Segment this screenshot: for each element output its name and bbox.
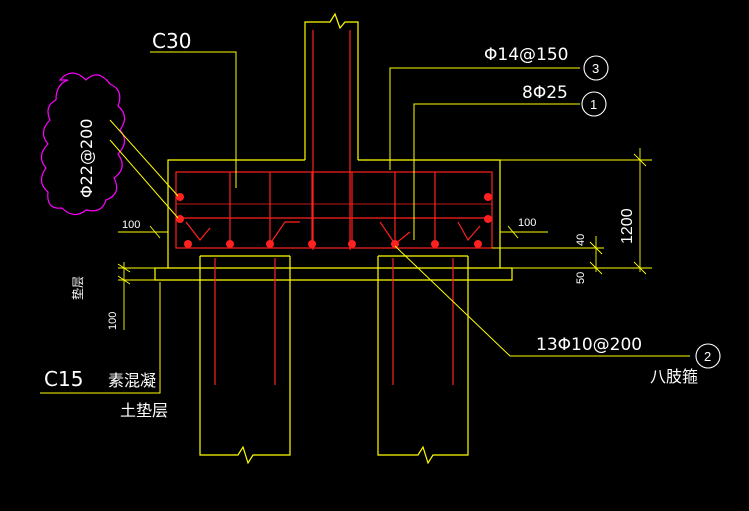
right-pile-outline — [377, 255, 469, 465]
stirrup-cage — [175, 171, 493, 249]
callout-circle-2 — [695, 343, 721, 369]
main-rebar-dots — [176, 193, 492, 248]
pile-rebars — [214, 258, 454, 385]
callout-number-2: 2 — [704, 349, 711, 364]
rebar-dot — [484, 215, 492, 223]
callout-circle-1 — [581, 91, 607, 117]
column-rebars — [312, 30, 351, 250]
column-outline — [304, 12, 359, 160]
callout-circle-3 — [583, 55, 609, 81]
side-bar-spec: Φ22@200 — [77, 119, 96, 199]
dim-right-offset: 100 — [518, 217, 536, 229]
rebar-dot — [484, 193, 492, 201]
rebar-dot — [226, 240, 234, 248]
pad-material-line1: 素混凝 — [108, 371, 156, 390]
main-bar-spec: 8Φ25 — [522, 83, 568, 103]
stirrup-spacing-spec: Φ14@150 — [484, 45, 568, 65]
beam-outline — [167, 159, 501, 269]
rebar-dot — [176, 215, 184, 223]
dim-pad-thickness: 100 — [107, 312, 119, 330]
pad-note: 垫层 — [70, 276, 85, 300]
dim-left-offset: 100 — [122, 219, 140, 231]
rebar-dot — [431, 240, 439, 248]
dim-bottom-cover: 50 — [575, 272, 587, 284]
rebar-dot — [176, 193, 184, 201]
callout-number-1: 1 — [590, 97, 597, 112]
dim-top-cover: 40 — [575, 234, 587, 246]
dimension-lines — [117, 148, 652, 330]
dim-beam-height: 1200 — [619, 208, 636, 244]
callout-number-3: 3 — [592, 61, 599, 76]
rebar-dot — [348, 240, 356, 248]
left-pile-outline — [199, 255, 291, 465]
pad-material-line2: 土垫层 — [120, 401, 168, 420]
rebar-dot — [184, 240, 192, 248]
rebar-dot — [266, 240, 274, 248]
revision-cloud — [40, 72, 126, 216]
leg-stirrup-spec: 13Φ10@200 — [536, 335, 642, 355]
beam-concrete-grade: C30 — [152, 29, 191, 53]
rebar-dot — [474, 240, 482, 248]
pad-outline — [154, 267, 513, 281]
leg-stirrup-type: 八肢箍 — [650, 367, 698, 386]
callout-markers — [581, 55, 721, 369]
rebar-dot — [308, 240, 316, 248]
pad-concrete-grade: C15 — [44, 367, 83, 391]
rebar-dot — [391, 240, 399, 248]
leader-lines — [40, 51, 690, 394]
